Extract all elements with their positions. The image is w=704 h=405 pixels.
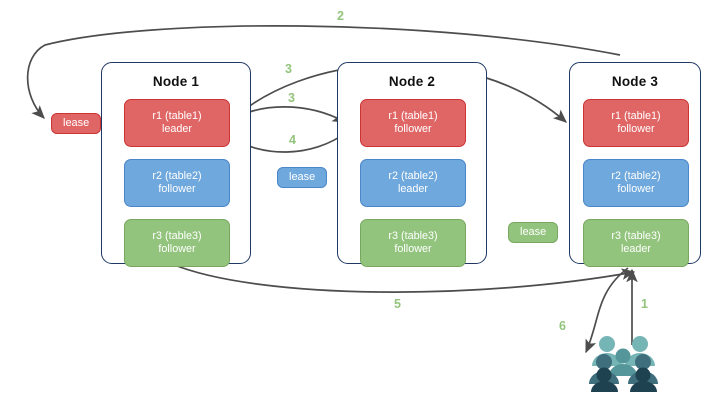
lease-badge-r2[interactable]: lease [277, 167, 328, 188]
step-label-2: 2 [337, 9, 344, 23]
node-2-range-r2[interactable]: r2 (table2) leader [360, 159, 466, 207]
node-2-range-r3-role: follower [394, 243, 432, 255]
arrow-2-node3-to-lease [26, 25, 621, 119]
step-label-3a: 3 [285, 62, 292, 76]
node-1-range-r1-name: r1 (table1) [152, 109, 202, 122]
node-2-range-r2-name: r2 (table2) [388, 169, 438, 182]
node-1-title: Node 1 [152, 74, 200, 89]
node-3-range-r2[interactable]: r2 (table2) follower [583, 159, 689, 207]
node-2-range-r3-name: r3 (table3) [388, 229, 438, 242]
node-3-range-r1-role: follower [617, 123, 655, 135]
node-1-range-r2[interactable]: r2 (table2) follower [124, 159, 230, 207]
arrow-6-node3-to-client [585, 267, 629, 354]
step-label-6: 6 [559, 319, 566, 333]
node-3-range-r2-role: follower [617, 183, 655, 195]
people-front-bottom [591, 367, 657, 392]
lease-badge-r1[interactable]: lease [51, 113, 102, 134]
node-3-container[interactable]: Node 3 r1 (table1) follower r2 (table2) … [569, 62, 701, 267]
node-1-range-r3-name: r3 (table3) [152, 229, 202, 242]
node-3-range-r1[interactable]: r1 (table1) follower [583, 99, 689, 147]
node-1-range-r2-name: r2 (table2) [152, 169, 202, 182]
node-2-range-r1-name: r1 (table1) [388, 109, 438, 122]
node-3-range-r1-name: r1 (table1) [611, 109, 661, 122]
lease-badge-r3[interactable]: lease [508, 222, 559, 243]
node-3-range-r3-role: leader [620, 243, 651, 255]
node-2-range-r1-role: follower [394, 123, 432, 135]
node-3-range-r2-name: r2 (table2) [611, 169, 661, 182]
node-2-range-r2-role: leader [397, 183, 428, 195]
people-middle [609, 348, 637, 376]
node-1-range-r2-role: follower [158, 183, 196, 195]
node-3-title: Node 3 [611, 74, 659, 89]
step-label-5: 5 [394, 297, 401, 311]
node-3-range-r3-name: r3 (table3) [611, 229, 661, 242]
step-label-3b: 3 [288, 91, 295, 105]
node-2-range-r1[interactable]: r1 (table1) follower [360, 99, 466, 147]
node-1-range-r3[interactable]: r3 (table3) follower [124, 219, 230, 267]
node-3-range-r3[interactable]: r3 (table3) leader [583, 219, 689, 267]
node-1-range-r1[interactable]: r1 (table1) leader [124, 99, 230, 147]
node-2-range-r3[interactable]: r3 (table3) follower [360, 219, 466, 267]
step-label-4: 4 [289, 133, 296, 147]
node-1-range-r1-role: leader [161, 123, 192, 135]
step-label-1: 1 [641, 297, 648, 311]
arrow-5-node1-to-node3 [171, 263, 636, 293]
node-2-title: Node 2 [388, 74, 436, 89]
node-1-container[interactable]: Node 1 r1 (table1) leader r2 (table2) fo… [101, 62, 251, 267]
node-2-container[interactable]: Node 2 r1 (table1) follower r2 (table2) … [337, 62, 487, 267]
node-1-range-r3-role: follower [158, 243, 196, 255]
